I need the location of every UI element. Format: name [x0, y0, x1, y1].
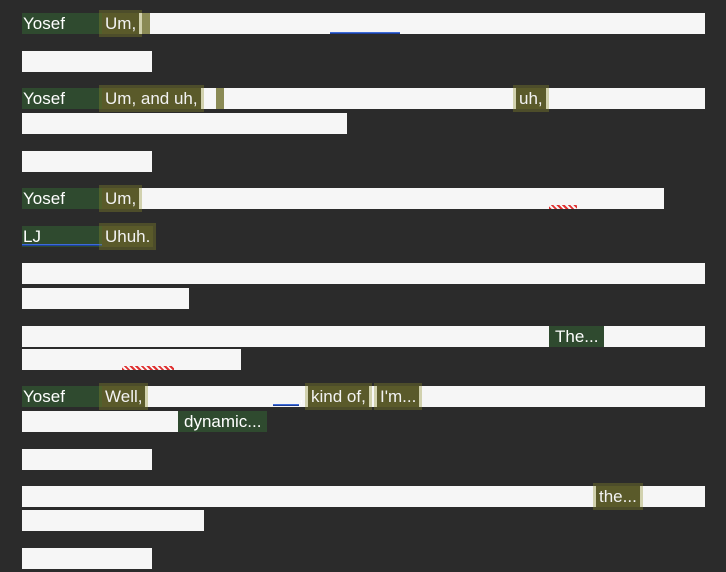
highlighted-word[interactable]: uh,	[516, 88, 546, 109]
highlighted-word[interactable]: Uhuh.	[102, 226, 154, 247]
highlighted-phrase[interactable]: kind of,	[308, 386, 369, 407]
highlighted-word[interactable]: Um,	[102, 188, 140, 209]
redacted-text-block	[22, 288, 189, 309]
redacted-text-block	[22, 349, 241, 370]
redacted-text-block	[22, 411, 182, 432]
speaker-label: LJ	[22, 226, 105, 247]
redacted-text-block	[22, 151, 152, 172]
comma-text: ,	[299, 387, 304, 406]
speaker-label: Yosef	[22, 13, 105, 34]
redacted-text-block	[22, 113, 347, 134]
highlighted-word[interactable]: I'm...	[377, 386, 420, 407]
blue-underline	[330, 32, 400, 34]
redacted-text-block	[22, 548, 152, 569]
redacted-text-block	[22, 263, 705, 284]
redacted-text-block	[22, 510, 204, 531]
redacted-text-block	[22, 188, 664, 209]
blue-underline	[22, 244, 102, 246]
highlighted-word[interactable]: Well,	[102, 386, 146, 407]
redacted-text-block	[22, 13, 705, 34]
highlighted-word[interactable]: the...	[596, 486, 640, 507]
redacted-text-block	[22, 449, 152, 470]
speaker-label: Yosef	[22, 88, 105, 109]
text-cursor	[142, 13, 150, 34]
spellcheck-squiggle	[122, 366, 174, 370]
highlighted-phrase[interactable]: Um, and uh,	[102, 88, 201, 109]
redacted-text-block	[22, 326, 705, 347]
blue-underline	[273, 404, 299, 406]
highlighted-word[interactable]: dynamic...	[178, 411, 268, 432]
speaker-label: Yosef	[22, 188, 105, 209]
redacted-text-block	[22, 486, 705, 507]
highlighted-word[interactable]: Um,	[102, 13, 140, 34]
spellcheck-squiggle	[549, 205, 577, 209]
redacted-text-block	[22, 51, 152, 72]
highlighted-word[interactable]: The...	[549, 326, 605, 347]
speaker-label: Yosef	[22, 386, 105, 407]
text-cursor	[216, 88, 224, 109]
